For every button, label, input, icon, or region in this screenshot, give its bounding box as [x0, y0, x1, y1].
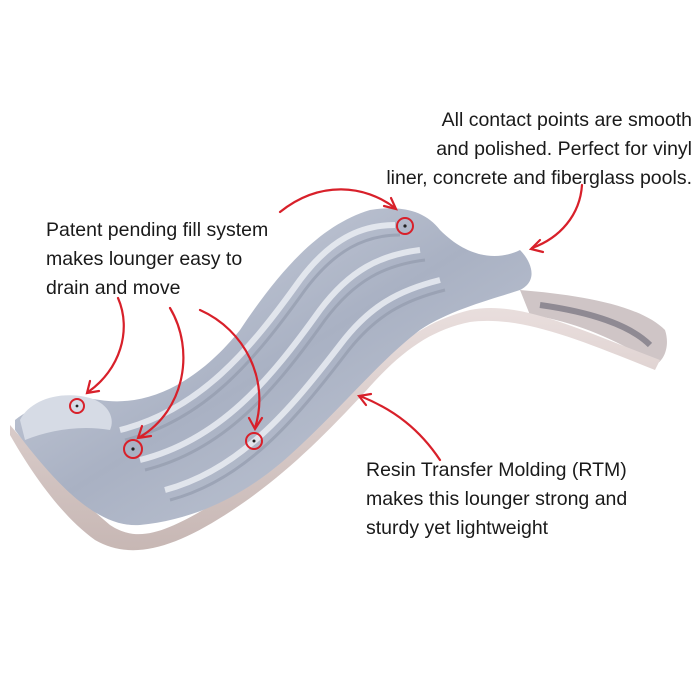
annotation-line: Resin Transfer Molding (RTM) — [366, 459, 627, 481]
annotation-line: sturdy yet lightweight — [366, 517, 549, 539]
annotation-line: drain and move — [46, 277, 181, 299]
annotation-line: liner, concrete and fiberglass pools. — [386, 167, 692, 189]
fill-system-annotation: Patent pending fill system makes lounger… — [46, 216, 268, 303]
arrow-contact-top — [278, 188, 397, 214]
drain-marker-3 — [245, 432, 263, 450]
annotation-line: makes this lounger strong and — [366, 488, 628, 510]
contact-point-marker — [396, 217, 414, 235]
lounger — [10, 208, 667, 551]
annotation-line: makes lounger easy to — [46, 248, 243, 270]
arrow-contact-right — [530, 183, 584, 250]
annotation-line: Patent pending fill system — [46, 219, 269, 241]
drain-marker-1 — [69, 398, 85, 414]
arrow-rtm — [358, 394, 442, 462]
annotation-line: and polished. Perfect for vinyl — [436, 138, 692, 160]
drain-marker-2 — [123, 439, 143, 459]
contact-points-annotation: All contact points are smooth and polish… — [386, 106, 692, 193]
head-pillow — [20, 395, 112, 440]
annotation-line: All contact points are smooth — [441, 109, 692, 131]
arrow-drain-2 — [138, 306, 185, 439]
rtm-annotation: Resin Transfer Molding (RTM) makes this … — [366, 456, 627, 543]
callout-arrows — [85, 183, 584, 462]
arrow-drain-1 — [86, 296, 125, 394]
arrow-drain-3 — [198, 308, 261, 430]
callout-markers — [69, 217, 414, 459]
